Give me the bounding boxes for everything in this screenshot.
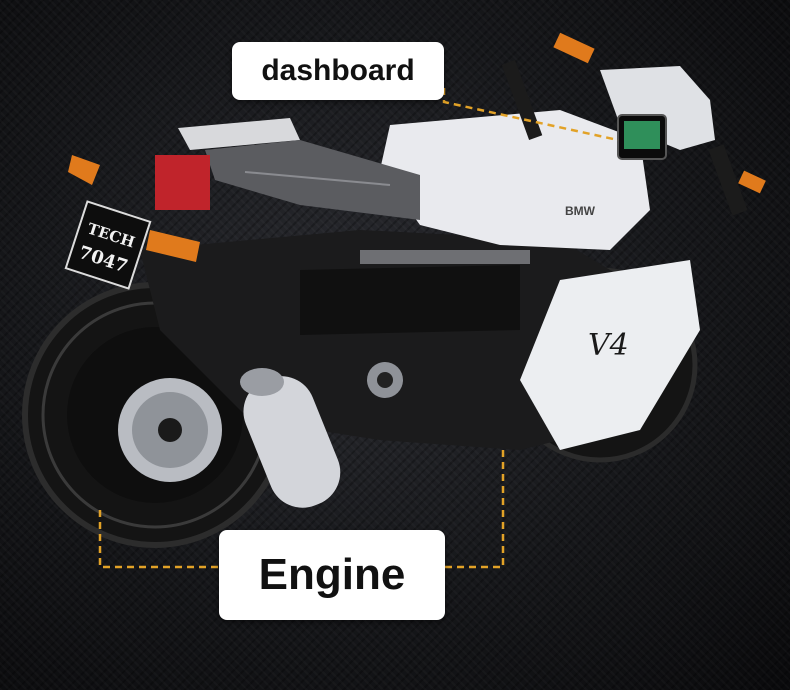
fairing: V4 BMW bbox=[380, 66, 715, 450]
engine-callout: Engine bbox=[219, 530, 445, 620]
tail-section bbox=[155, 118, 420, 220]
rear-indicators bbox=[68, 155, 200, 262]
fairing-model-mark: V4 bbox=[588, 328, 629, 363]
handlebar-assembly bbox=[501, 32, 766, 216]
dashboard-label: dashboard bbox=[261, 54, 415, 87]
license-plate: TECH 7047 bbox=[64, 200, 152, 290]
exhaust-pipe bbox=[240, 368, 341, 508]
fairing-brand-mark: BMW bbox=[565, 204, 596, 218]
engine-label: Engine bbox=[258, 550, 406, 599]
dashboard-callout: dashboard bbox=[232, 42, 444, 100]
